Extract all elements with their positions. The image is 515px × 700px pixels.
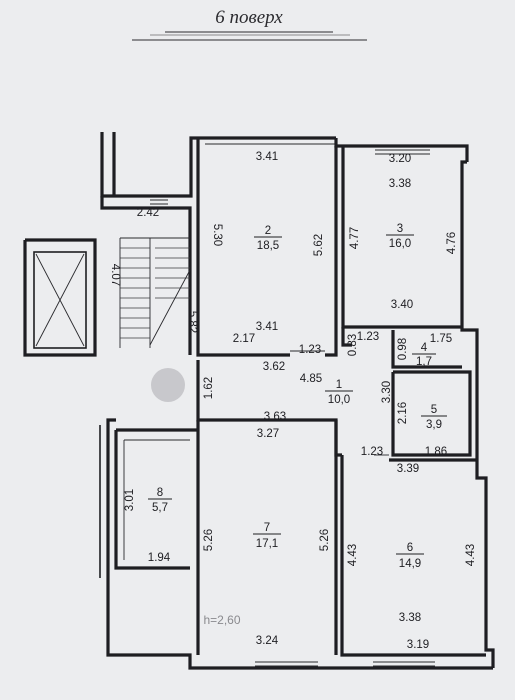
dim-r7-bottom: 3.24 bbox=[256, 635, 279, 647]
dim-r5-left: 2.16 bbox=[397, 402, 409, 424]
room-label-2: 2 18,5 bbox=[254, 225, 282, 252]
room-number: 4 bbox=[421, 342, 428, 354]
room-area: 17,1 bbox=[256, 538, 278, 550]
dim-r4-top: 1.75 bbox=[430, 333, 452, 345]
dim-r6-top-left: 1.23 bbox=[361, 446, 383, 458]
dimension-labels: 3.41 5.30 5.62 3.41 2.17 1.23 3.20 3.38 … bbox=[109, 151, 477, 651]
elevator-shaft-cross bbox=[35, 253, 85, 347]
dim-r3-right: 4.76 bbox=[446, 232, 458, 254]
dim-r2-top: 3.41 bbox=[256, 151, 278, 163]
dim-r6-right: 4.43 bbox=[465, 544, 477, 566]
dim-r8-left: 3.01 bbox=[124, 489, 136, 511]
dim-r5-bottom: 1.86 bbox=[425, 446, 447, 458]
dim-r1-right: 3.30 bbox=[381, 381, 393, 403]
dim-r4-top-left: 1.23 bbox=[357, 331, 379, 343]
dim-r2-bottom: 3.41 bbox=[256, 321, 278, 333]
room-area: 16,0 bbox=[389, 238, 411, 250]
dim-r8-bottom: 1.94 bbox=[148, 552, 171, 564]
room-number: 7 bbox=[264, 522, 270, 534]
dim-r7-left: 5.26 bbox=[203, 529, 215, 551]
dim-r3-top-outer: 3.20 bbox=[389, 153, 411, 165]
dim-r4-left: 0.83 bbox=[347, 334, 359, 356]
dim-r6-bottom: 3.19 bbox=[407, 639, 429, 651]
corridor-marker bbox=[151, 368, 185, 402]
room-label-7: 7 17,1 bbox=[253, 522, 281, 550]
dim-r6-top: 3.39 bbox=[397, 463, 419, 475]
room-number: 2 bbox=[265, 225, 271, 237]
dim-r1-left: 1.62 bbox=[203, 377, 215, 399]
room-number: 6 bbox=[407, 542, 413, 554]
internal-walls bbox=[23, 138, 486, 657]
dim-r6-left: 4.43 bbox=[347, 544, 359, 566]
room-number: 3 bbox=[397, 223, 403, 235]
dim-r2-bottom-right: 1.23 bbox=[299, 344, 321, 356]
dim-r3-top: 3.38 bbox=[389, 178, 411, 190]
title-underline bbox=[132, 31, 367, 41]
room-area: 18,5 bbox=[257, 240, 279, 252]
room-area: 5,7 bbox=[152, 502, 168, 514]
dim-r3-left: 4.77 bbox=[349, 227, 361, 249]
room-label-4: 4 1,7 bbox=[412, 342, 436, 368]
room-label-6: 6 14,9 bbox=[396, 542, 424, 570]
dim-stair-right: 5.82 bbox=[186, 311, 198, 333]
dim-r2-right: 5.62 bbox=[313, 234, 325, 256]
dim-stair-left: 4.07 bbox=[109, 264, 121, 286]
dim-r3-bottom: 3.40 bbox=[391, 299, 413, 311]
room-area: 14,9 bbox=[399, 558, 421, 570]
room-area: 10,0 bbox=[328, 394, 350, 406]
outer-walls bbox=[99, 132, 495, 670]
floor-title: 6 поверх bbox=[215, 7, 283, 28]
room-number: 5 bbox=[431, 404, 437, 416]
dim-r4-side: 0.98 bbox=[397, 338, 409, 360]
dim-r7-right: 5.26 bbox=[319, 529, 331, 551]
dim-r1-mid: 4.85 bbox=[300, 373, 322, 385]
room-label-5: 5 3,9 bbox=[421, 404, 447, 431]
dim-r2-left: 5.30 bbox=[211, 224, 223, 246]
dim-r6-bottom-in: 3.38 bbox=[399, 612, 421, 624]
room-number: 8 bbox=[157, 487, 163, 499]
dim-stair-top: 2.42 bbox=[137, 207, 159, 219]
room-number: 1 bbox=[336, 379, 342, 391]
dim-r1-bottom: 3.63 bbox=[264, 411, 286, 423]
dim-r7-top: 3.27 bbox=[257, 428, 279, 440]
room-label-8: 8 5,7 bbox=[148, 487, 172, 514]
room-area: 3,9 bbox=[426, 419, 442, 431]
dim-r2-bottom-left: 2.17 bbox=[233, 333, 255, 345]
room-label-1: 1 10,0 bbox=[325, 379, 353, 406]
ceiling-height-note: h=2,60 bbox=[203, 613, 240, 627]
staircase bbox=[119, 237, 191, 348]
room-area: 1,7 bbox=[416, 356, 432, 368]
dim-r1-top: 3.62 bbox=[263, 361, 285, 373]
room-label-3: 3 16,0 bbox=[386, 223, 414, 250]
